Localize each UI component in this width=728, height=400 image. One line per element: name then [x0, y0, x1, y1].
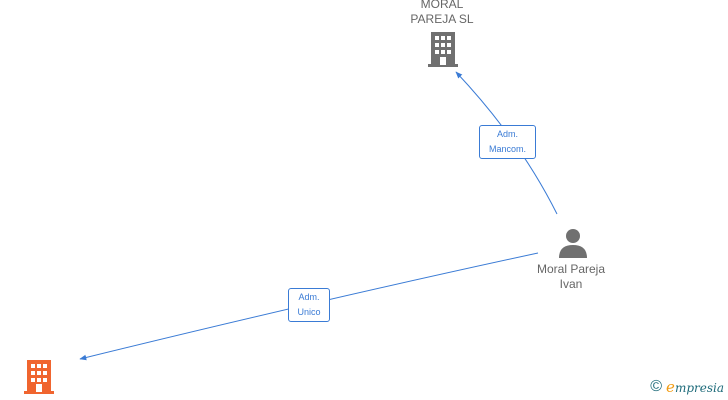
- brand-logo: © empresia: [650, 378, 724, 396]
- building-icon[interactable]: [24, 360, 54, 395]
- edge-label-adm-unico[interactable]: Adm. Unico: [288, 288, 330, 322]
- brand-wordmark: empresia: [666, 378, 724, 396]
- edge-label-adm-mancom[interactable]: Adm. Mancom.: [479, 125, 536, 159]
- person-label[interactable]: Moral Pareja Ivan: [536, 262, 606, 291]
- company-top-label[interactable]: MORAL PAREJA SL: [410, 0, 474, 26]
- copyright-symbol: ©: [650, 378, 663, 395]
- person-icon[interactable]: [558, 228, 588, 258]
- building-icon[interactable]: [428, 32, 458, 68]
